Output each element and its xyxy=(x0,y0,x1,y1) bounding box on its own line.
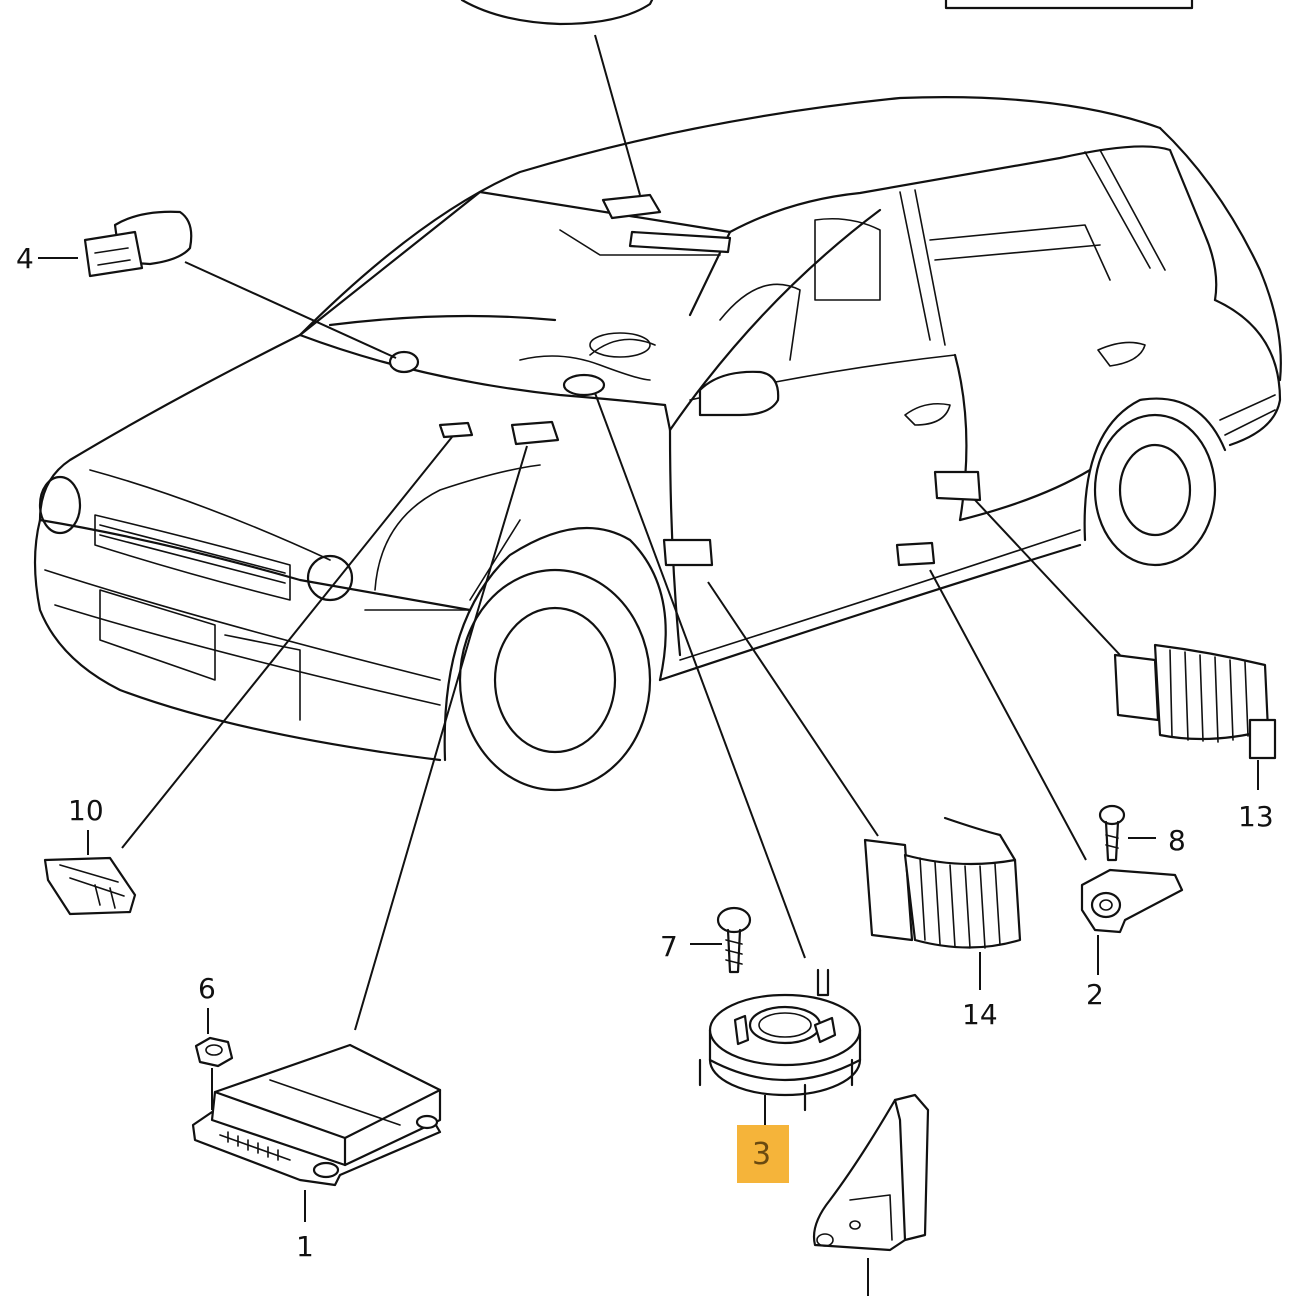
callout-7: 7 xyxy=(660,930,678,963)
part-10-connector xyxy=(43,830,137,916)
part-2-sensor xyxy=(1080,868,1184,975)
part-8-bolt xyxy=(1098,804,1156,862)
car-component-markers xyxy=(388,193,982,567)
part-3-clockspring xyxy=(698,968,862,1128)
clockspring-marker xyxy=(562,373,606,397)
part-13-door-airbag xyxy=(1113,643,1277,790)
callout-10: 10 xyxy=(68,794,104,827)
callout-3: 3 xyxy=(752,1137,771,1172)
part-1-control-unit xyxy=(191,1043,442,1222)
part-4-switch xyxy=(38,210,193,278)
roof-sensor-marker xyxy=(601,193,662,220)
callout-1: 1 xyxy=(296,1230,314,1263)
callout-6: 6 xyxy=(198,972,216,1005)
part-3-highlight-box xyxy=(737,1125,789,1183)
connector-marker xyxy=(438,421,474,439)
callout-13: 13 xyxy=(1238,800,1274,833)
callout-2: 2 xyxy=(1086,978,1104,1011)
part-14-door-airbag xyxy=(863,816,1022,990)
car-body xyxy=(33,96,1282,792)
part-6-nut xyxy=(194,1008,234,1110)
callout-labels: 4 10 6 1 7 3 14 8 2 13 xyxy=(16,242,1274,1263)
front-door-airbag-marker xyxy=(662,538,714,567)
leader-lines xyxy=(121,34,1121,1031)
callout-14: 14 xyxy=(962,998,998,1031)
top-cropped-part xyxy=(460,0,1194,26)
rear-door-airbag-marker xyxy=(933,470,982,502)
callout-4: 4 xyxy=(16,242,34,275)
callout-8: 8 xyxy=(1168,824,1186,857)
dash-bar-marker xyxy=(628,230,732,254)
sill-sensor-marker xyxy=(895,541,936,567)
part-7-screw xyxy=(690,906,752,974)
switch-marker xyxy=(388,350,420,374)
control-unit-marker xyxy=(510,420,560,446)
bracket-part xyxy=(812,1093,930,1296)
